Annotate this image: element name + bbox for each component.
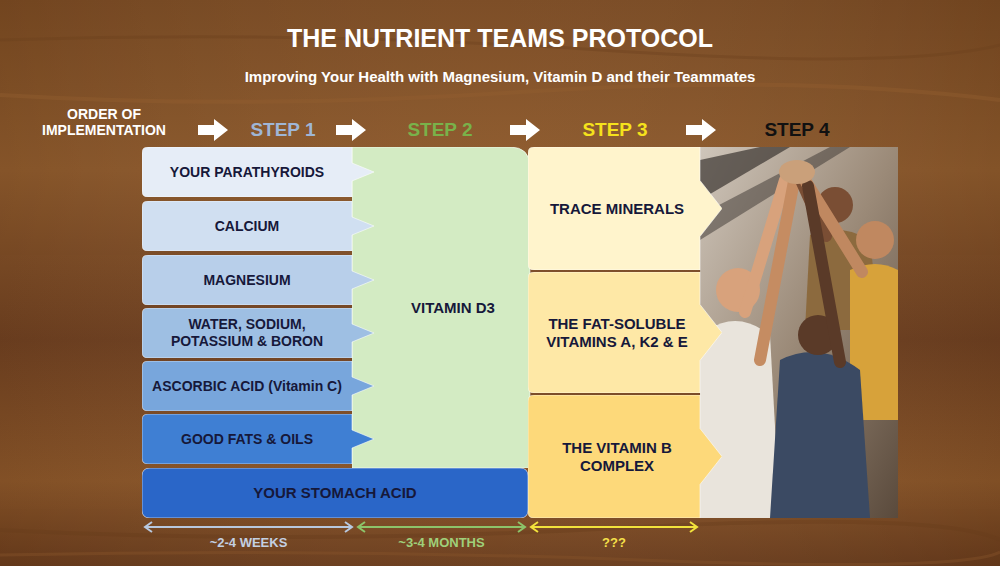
nutrient-box: WATER, SODIUM, POTASSIUM & BORON — [142, 308, 374, 358]
order-label-box: ORDER OF IMPLEMENTATION — [20, 106, 188, 138]
step-label-box: STEP 1 — [228, 119, 338, 141]
duration-label-box: ~3-4 MONTHS — [355, 535, 528, 550]
step3-box: THE FAT-SOLUBLE VITAMINS A, K2 & E — [528, 272, 722, 393]
box-text: WATER, SODIUM, POTASSIUM & BORON — [150, 316, 344, 350]
step-label: STEP 1 — [250, 119, 315, 140]
nutrient-box: MAGNESIUM — [142, 255, 374, 305]
step-label: STEP 3 — [582, 119, 647, 140]
step-label-box: STEP 4 — [742, 119, 852, 141]
nutrient-box: GOOD FATS & OILS — [142, 414, 374, 464]
box-text: VITAMIN D3 — [411, 299, 495, 317]
title-box: THE NUTRIENT TEAMS PROTOCOL — [0, 24, 1000, 53]
step-label: STEP 4 — [764, 119, 829, 140]
box-text: YOUR PARATHYROIDS — [170, 164, 324, 181]
timeline-arrows — [145, 522, 697, 532]
box-text: YOUR STOMACH ACID — [253, 484, 416, 502]
box-text: THE FAT-SOLUBLE VITAMINS A, K2 & E — [538, 315, 696, 351]
stomach-acid-band: YOUR STOMACH ACID — [142, 468, 528, 518]
nutrient-box: ASCORBIC ACID (Vitamin C) — [142, 361, 374, 411]
vitamin-d-box: VITAMIN D3 — [352, 147, 550, 468]
step3-box: THE VITAMIN B COMPLEX — [528, 395, 722, 518]
duration-label-box: ~2-4 WEEKS — [142, 535, 355, 550]
subtitle-box: Improving Your Health with Magnesium, Vi… — [0, 68, 1000, 85]
box-text: THE VITAMIN B COMPLEX — [538, 439, 696, 475]
order-label: ORDER OF IMPLEMENTATION — [42, 106, 166, 138]
step-label-box: STEP 3 — [560, 119, 670, 141]
header-arrows — [198, 119, 716, 141]
title: THE NUTRIENT TEAMS PROTOCOL — [287, 24, 713, 52]
nutrient-box: CALCIUM — [142, 201, 374, 251]
nutrient-box: YOUR PARATHYROIDS — [142, 147, 374, 197]
duration-label-box: ??? — [528, 535, 700, 550]
box-text: GOOD FATS & OILS — [181, 431, 313, 448]
subtitle: Improving Your Health with Magnesium, Vi… — [245, 68, 756, 85]
box-text: ASCORBIC ACID (Vitamin C) — [152, 378, 342, 395]
duration-label: ~2-4 WEEKS — [210, 535, 288, 550]
step-label-box: STEP 2 — [385, 119, 495, 141]
box-text: CALCIUM — [215, 218, 280, 235]
step3-box: TRACE MINERALS — [528, 147, 722, 270]
step-label: STEP 2 — [407, 119, 472, 140]
box-text: TRACE MINERALS — [550, 200, 684, 218]
team-photo — [700, 147, 898, 518]
duration-label: ??? — [602, 535, 626, 550]
duration-label: ~3-4 MONTHS — [398, 535, 484, 550]
box-text: MAGNESIUM — [203, 272, 290, 289]
